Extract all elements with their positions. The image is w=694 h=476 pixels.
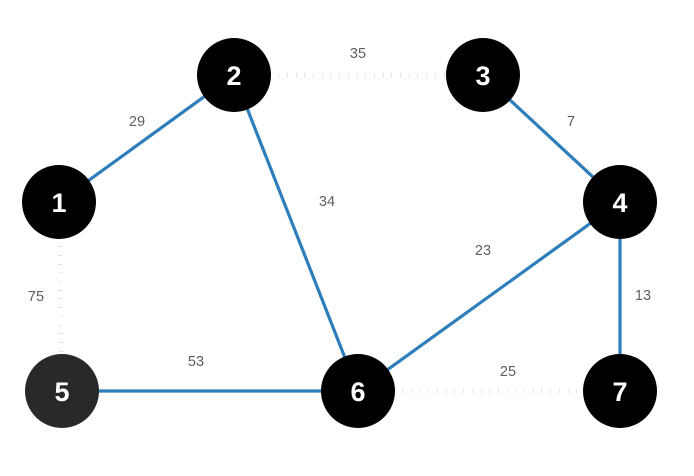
graph-edge-4-6[interactable] — [386, 221, 592, 372]
graph-node-2[interactable]: 2 — [197, 38, 271, 112]
node-circle-4[interactable] — [583, 165, 657, 239]
edge-weight-label-6-7: 25 — [500, 364, 516, 380]
node-circle-2[interactable] — [197, 38, 271, 112]
graph-node-4[interactable]: 4 — [583, 165, 657, 239]
edge-weight-label-5-6: 53 — [188, 354, 204, 370]
edge-weight-label-1-2: 29 — [129, 114, 145, 130]
graph-edge-3-4[interactable] — [508, 98, 595, 179]
edge-weight-label-2-6: 34 — [319, 194, 335, 210]
graph-node-6[interactable]: 6 — [321, 354, 395, 428]
graph-node-1[interactable]: 1 — [22, 165, 96, 239]
node-circle-6[interactable] — [321, 354, 395, 428]
node-circle-1[interactable] — [22, 165, 96, 239]
node-circle-7[interactable] — [583, 354, 657, 428]
graph-edge-2-6[interactable] — [245, 107, 347, 359]
node-circle-5[interactable] — [25, 354, 99, 428]
edge-weight-label-1-5: 75 — [28, 289, 44, 305]
edge-weight-label-2-3: 35 — [350, 46, 366, 62]
edge-layer — [57, 72, 622, 394]
edge-weight-label-4-7: 13 — [635, 288, 651, 304]
edge-label-layer: 29 35 7 34 23 13 75 53 25 — [28, 46, 651, 380]
graph-edge-1-5[interactable] — [57, 237, 64, 356]
graph-edge-1-2[interactable] — [87, 94, 206, 183]
edge-weight-label-3-4: 7 — [567, 114, 575, 130]
node-circle-3[interactable] — [446, 38, 520, 112]
edge-weight-label-4-6: 23 — [475, 243, 491, 259]
graph-node-3[interactable]: 3 — [446, 38, 520, 112]
graph-node-5[interactable]: 5 — [25, 354, 99, 428]
graph-node-7[interactable]: 7 — [583, 354, 657, 428]
